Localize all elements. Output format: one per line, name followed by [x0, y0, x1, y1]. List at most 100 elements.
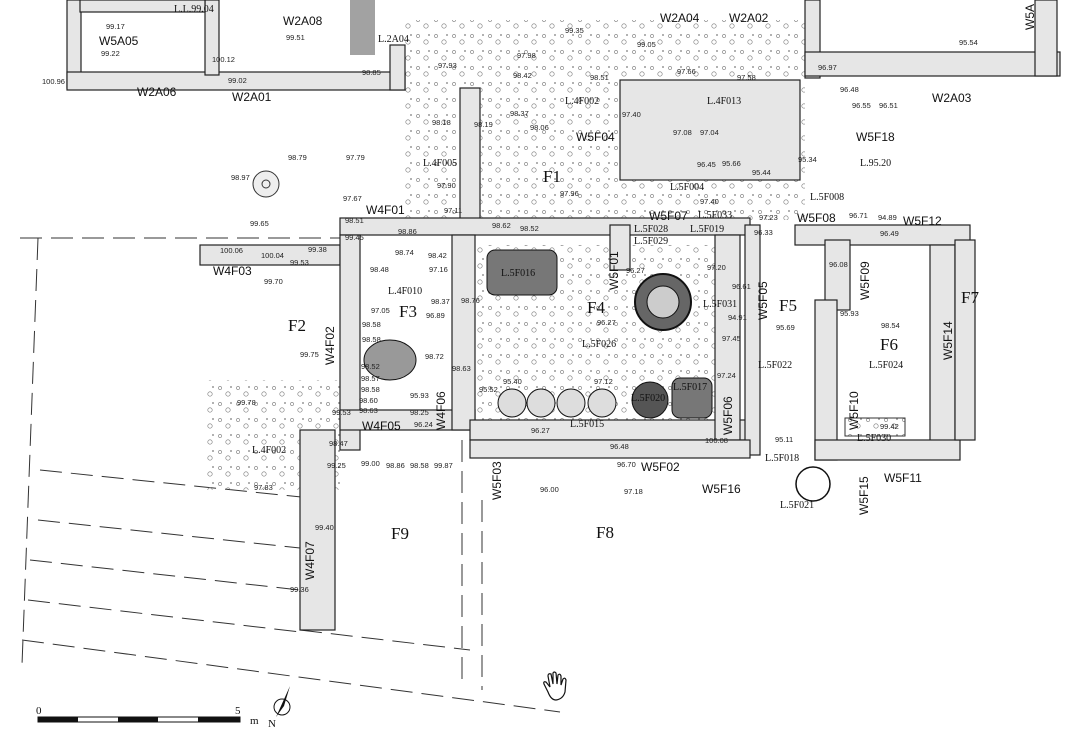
locus-label: L.4F002 — [252, 445, 286, 456]
elevation-label: 96.97 — [818, 63, 837, 72]
locus-label: L.95.20 — [860, 158, 891, 169]
wall-label: W5F03 — [490, 461, 504, 500]
elevation-label: 97.79 — [346, 153, 365, 162]
elevation-label: 98.58 — [361, 385, 380, 394]
basin — [486, 249, 558, 296]
wall-label: W5F01 — [607, 251, 621, 290]
feature-label: F2 — [288, 316, 306, 335]
elevation-label: 98.76 — [461, 296, 480, 305]
wall-label: W5F05 — [756, 281, 770, 320]
elevation-label: 100.96 — [42, 77, 65, 86]
elevation-label: 99.35 — [565, 26, 584, 35]
wall-label: W5F09 — [858, 261, 872, 300]
elevation-label: 99.17 — [106, 22, 125, 31]
feature-label: F8 — [596, 523, 614, 542]
wall-label: W2A08 — [283, 14, 323, 28]
locus-label: L.5F008 — [810, 192, 844, 203]
scale-unit: m — [250, 715, 259, 727]
locus-label: L.5F030 — [857, 433, 891, 444]
wall-label: W5F16 — [702, 482, 741, 496]
locus-label: L.5F028 — [634, 224, 668, 235]
feature-label: F1 — [543, 167, 561, 186]
locus-label: L.4F013 — [707, 96, 741, 107]
elevation-label: 98.74 — [395, 248, 414, 257]
locus-label: L.5F018 — [765, 453, 799, 464]
wall-label: W5F10 — [847, 391, 861, 430]
locus-label: L.5F031 — [703, 299, 737, 310]
elevation-label: 98.54 — [881, 321, 900, 330]
elevation-label: 96.89 — [426, 311, 445, 320]
feature-label: F3 — [399, 302, 417, 321]
elevation-label: 98.79 — [288, 153, 307, 162]
wall-label: W5F08 — [797, 211, 836, 225]
reconstruction-lines — [20, 237, 561, 713]
elevation-label: 98.51 — [590, 73, 609, 82]
elevation-label: 98.57 — [361, 374, 380, 383]
elevation-label: 97.67 — [343, 194, 362, 203]
elevation-label: 96.48 — [840, 85, 859, 94]
elevation-label: 95.34 — [798, 155, 817, 164]
elevation-label: 99.22 — [101, 49, 120, 58]
wall-label: W4F06 — [434, 391, 448, 430]
scale-start: 0 — [36, 705, 42, 717]
wall-stones — [66, 0, 1061, 631]
elevation-label: 98.47 — [329, 439, 348, 448]
locus-label: L.5F019 — [690, 224, 724, 235]
elevation-label: 98.58 — [362, 335, 381, 344]
elevation-label: 98.37 — [510, 109, 529, 118]
wall-label: W4F01 — [366, 203, 405, 217]
wall-label: W5F14 — [941, 321, 955, 360]
elevation-label: 98.37 — [431, 297, 450, 306]
elevation-label: 96.49 — [880, 229, 899, 238]
elevation-label: 94.89 — [878, 213, 897, 222]
elevation-label: 97.90 — [437, 181, 456, 190]
elevation-label: 99.25 — [327, 461, 346, 470]
feature-label: F9 — [391, 524, 409, 543]
elevation-label: 99.87 — [434, 461, 453, 470]
elevation-label: 100.04 — [261, 251, 284, 260]
wall-label: W5F18 — [856, 130, 895, 144]
elevation-label: 97.04 — [700, 128, 719, 137]
elevation-label: 98.62 — [492, 221, 511, 230]
elevation-label: 97.24 — [717, 371, 736, 380]
elevation-label: 95.66 — [722, 159, 741, 168]
elevation-label: 97.08 — [673, 128, 692, 137]
wall-label: W4F05 — [362, 419, 401, 433]
elevation-label: 99.53 — [332, 408, 351, 417]
elevation-label: 100.08 — [705, 436, 728, 445]
elevation-label: 97.40 — [700, 197, 719, 206]
elevation-label: 96.08 — [829, 260, 848, 269]
elevation-label: 96.27 — [626, 266, 645, 275]
wall-label: W5F12 — [903, 214, 942, 228]
elevation-label: 95.11 — [775, 435, 793, 444]
elevation-label: 97.83 — [254, 483, 273, 492]
elevation-label: 98.42 — [428, 251, 447, 260]
round-stone — [252, 170, 280, 198]
elevation-label: 96.00 — [540, 485, 559, 494]
locus-label: L.5F026 — [582, 339, 616, 350]
elevation-label: 97.11 — [444, 206, 462, 215]
elevation-label: 97.66 — [677, 67, 696, 76]
elevation-label: 98.63 — [359, 406, 378, 415]
elevation-label: 96.27 — [531, 426, 550, 435]
elevation-label: 98.52 — [520, 224, 539, 233]
locus-label: L.5F020 — [631, 393, 665, 404]
locus-label: L.5F015 — [570, 419, 604, 430]
locus-label: L.4F002 — [565, 96, 599, 107]
feature-label: F4 — [587, 298, 605, 317]
elevation-label: 96.51 — [879, 101, 898, 110]
elevation-label: 98.58 — [362, 320, 381, 329]
wall-label: W5F15 — [857, 476, 871, 515]
wall-label: W5F06 — [721, 396, 735, 435]
elevation-label: 98.06 — [530, 123, 549, 132]
elevation-label: 95.93 — [410, 391, 429, 400]
elevation-label: 98.58 — [410, 461, 429, 470]
elevation-label: 97.45 — [722, 334, 741, 343]
elevation-label: 97.96 — [560, 189, 579, 198]
elevation-label: 100.12 — [212, 55, 235, 64]
elevation-label: 99.42 — [880, 422, 899, 431]
elevation-label: 95.40 — [503, 377, 522, 386]
wall-label: W2A04 — [660, 11, 700, 25]
elevation-label: 98.86 — [386, 461, 405, 470]
wall-label: W4F03 — [213, 264, 252, 278]
